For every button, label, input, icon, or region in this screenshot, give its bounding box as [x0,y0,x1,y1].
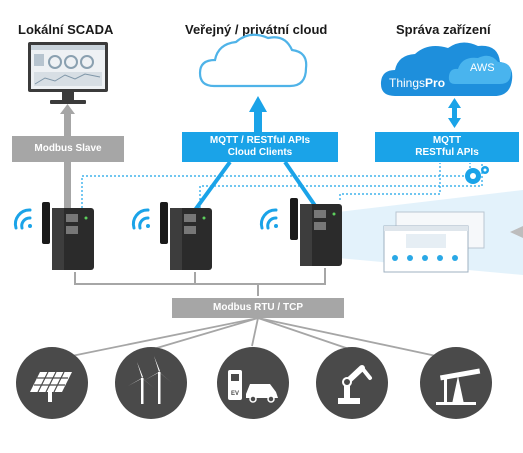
title-local-scada: Lokální SCADA [18,22,114,37]
gateway-bus-lines [74,268,326,296]
modbus-rtu-tcp-label: Modbus RTU / TCP [213,302,303,313]
device-mgmt-line1: MQTT [432,135,462,146]
modbus-slave-label: Modbus Slave [34,143,102,154]
dashboard-screens-icon [383,211,485,273]
thingspro-things: Things [389,76,426,90]
gateway-device-icon-1 [42,202,94,270]
thingspro-logo: ThingsPro [389,76,445,90]
wifi-icon-2 [131,208,150,230]
cloud-clients-line1: MQTT / RESTful APIs [209,135,311,146]
cloud-clients-box: MQTT / RESTful APIs Cloud Clients [182,132,338,162]
gear-icon [465,166,489,184]
device-mgmt-dotted-lines [81,163,483,228]
modbus-slave-box: Modbus Slave [12,136,124,162]
solar-panel-icon [16,347,88,419]
title-device-management: Správa zařízení [396,22,491,37]
scada-monitor-icon [28,42,108,104]
wifi-icon-1 [13,208,32,230]
device-mgmt-api-box: MQTT RESTful APIs [375,132,519,162]
industry-lines [51,317,456,361]
ev-charging-icon: EV [217,347,289,419]
connector-gateway-2 [193,160,232,212]
svg-text:EV: EV [231,391,239,397]
cloud-clients-line2: Cloud Clients [227,147,293,158]
cloud-arrow-icon [249,96,267,132]
cloud-outline-icon [198,33,308,88]
device-mgmt-arrow-icon [448,98,461,128]
modbus-rtu-tcp-box: Modbus RTU / TCP [172,298,344,318]
robot-arm-icon [316,347,388,419]
wind-turbine-icon [115,347,187,419]
device-mgmt-line2: RESTful APIs [415,147,479,158]
gateway-device-icon-3 [290,198,342,266]
scada-arrow-icon [60,104,75,210]
gateway-device-icon-2 [160,202,212,270]
title-cloud: Veřejný / privátní cloud [185,22,328,37]
thingspro-aws-cloud-icon [380,42,513,96]
right-arrow-icon [510,226,523,238]
aws-logo: AWS [470,62,495,74]
oil-pump-icon [420,347,492,419]
wifi-icon-3 [259,208,278,230]
connector-gateway-3 [283,160,320,212]
thingspro-pro: Pro [425,76,446,90]
